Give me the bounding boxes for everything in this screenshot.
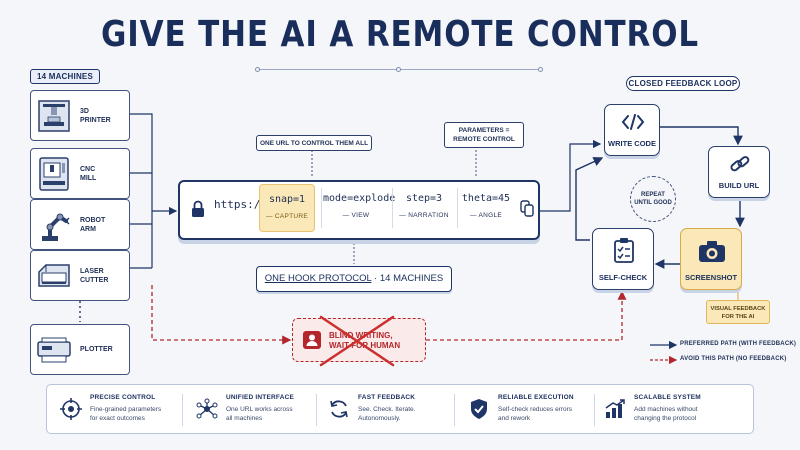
feature-unified-interface: UNIFIED INTERFACE One URL works across a… (196, 388, 316, 432)
features-panel (46, 384, 754, 434)
feature-precise-control: PRECISE CONTROL Fine-grained parameters … (60, 388, 180, 432)
machine-label: ROBOT ARM (80, 216, 106, 233)
step-write-code[interactable]: WRITE CODE (604, 104, 660, 156)
camera-icon (699, 241, 725, 262)
step-label: SELF-CHECK (598, 273, 648, 282)
segment-divider (321, 188, 322, 228)
url-segment-mode[interactable]: mode=explode — VIEW (323, 184, 396, 232)
title-underline-dot-right (538, 67, 543, 72)
url-segment-theta[interactable]: theta=45 — ANGLE (459, 184, 513, 232)
step-label: SCREENSHOT (684, 273, 738, 282)
shield-check-icon (471, 399, 487, 419)
machine-3d-printer[interactable]: 3D PRINTER (30, 90, 130, 141)
chart-up-icon (605, 399, 625, 418)
protocol-main: ONE HOOK PROTOCOL (264, 273, 372, 284)
machine-label: 3D PRINTER (80, 107, 111, 124)
blind-writing-text: BLIND WRITING, WAIT FOR HUMAN (329, 331, 401, 350)
segment-code: mode=explode (323, 193, 396, 204)
segment-code: step=3 (405, 193, 443, 204)
feature-desc: One URL works across all machines (226, 406, 293, 422)
repeat-until-good: REPEAT UNTIL GOOD (630, 176, 676, 222)
feature-title: SCALABLE SYSTEM (634, 394, 701, 401)
page-title: GIVE THE AI A REMOTE CONTROL (101, 14, 699, 55)
target-icon (60, 398, 82, 420)
clipboard-check-icon (614, 238, 634, 263)
feature-fast-feedback: FAST FEEDBACK See. Check. Iterate. Auton… (328, 388, 448, 432)
legend-preferred: PREFERRED PATH (WITH FEEDBACK) (680, 341, 797, 347)
step-label: WRITE CODE (608, 139, 656, 148)
step-screenshot[interactable]: SCREENSHOT (680, 228, 742, 290)
machine-label: PLOTTER (80, 346, 113, 353)
copy-icon[interactable] (520, 200, 534, 218)
feature-divider (182, 394, 183, 426)
feature-desc: See. Check. Iterate. Autonomously. (358, 406, 416, 422)
3d-printer-icon (38, 99, 70, 132)
segment-caption: — NARRATION (399, 212, 449, 219)
network-icon (196, 398, 218, 419)
segment-divider (457, 188, 458, 228)
visual-feedback-label: VISUAL FEEDBACK FOR THE AI (706, 300, 770, 324)
url-segment-step[interactable]: step=3 — NARRATION (394, 184, 454, 232)
machine-laser-cutter[interactable]: LASER CUTTER (30, 250, 130, 301)
person-icon (303, 331, 321, 349)
feature-desc: Add machines without changing the protoc… (634, 406, 698, 422)
segment-caption: — VIEW (342, 212, 370, 219)
link-icon (730, 156, 750, 172)
machine-cnc-mill[interactable]: CNC MILL (30, 148, 130, 199)
machine-robot-arm[interactable]: ROBOT ARM (30, 199, 130, 250)
step-label: BUILD URL (718, 181, 760, 190)
laser-cutter-icon (38, 263, 70, 287)
segment-caption: — ANGLE (469, 212, 503, 219)
segment-caption: — CAPTURE (265, 213, 309, 220)
feature-divider (594, 394, 595, 426)
plotter-icon (37, 337, 71, 362)
step-self-check[interactable]: SELF-CHECK (592, 228, 654, 290)
robot-arm-icon (42, 213, 70, 241)
code-icon (621, 114, 645, 130)
feature-divider (454, 394, 455, 426)
feature-desc: Fine-grained parameters for exact outcom… (90, 406, 162, 422)
refresh-icon (330, 400, 348, 418)
feature-reliable-execution: RELIABLE EXECUTION Self-check reduces er… (468, 388, 588, 432)
machine-label: CNC MILL (80, 165, 97, 182)
segment-code: snap=1 (268, 194, 306, 205)
cross-out-icon (319, 315, 395, 367)
callout-parameters: PARAMETERS = REMOTE CONTROL (444, 122, 524, 148)
step-build-url[interactable]: BUILD URL (708, 146, 770, 198)
lock-icon (192, 200, 204, 217)
machine-plotter[interactable]: PLOTTER (30, 324, 130, 375)
feature-scalable-system: SCALABLE SYSTEM Add machines without cha… (604, 388, 744, 432)
callout-one-url: ONE URL TO CONTROL THEM ALL (256, 135, 372, 151)
feature-title: RELIABLE EXECUTION (498, 394, 574, 401)
protocol-label: ONE HOOK PROTOCOL · 14 MACHINES (256, 266, 452, 292)
cnc-mill-icon (39, 156, 69, 191)
title-underline-dot-center (396, 67, 401, 72)
machines-header: 14 MACHINES (30, 69, 100, 84)
blind-writing-box: BLIND WRITING, WAIT FOR HUMAN (292, 315, 426, 367)
feature-title: FAST FEEDBACK (358, 394, 416, 401)
segment-divider (392, 188, 393, 228)
segment-code: theta=45 (461, 193, 511, 204)
machine-label: LASER CUTTER (80, 267, 109, 284)
url-bar[interactable] (178, 180, 540, 240)
loop-header: CLOSED FEEDBACK LOOP (626, 76, 740, 91)
legend-avoid: AVOID THIS PATH (NO FEEDBACK) (680, 356, 787, 362)
title-underline-dot-left (255, 67, 260, 72)
feature-desc: Self-check reduces errors and rework (498, 406, 573, 422)
url-scheme: https:// (214, 198, 267, 211)
protocol-suffix: · 14 MACHINES (371, 273, 444, 284)
feature-title: UNIFIED INTERFACE (226, 394, 295, 401)
url-segment-snap[interactable]: snap=1 — CAPTURE (259, 184, 315, 232)
feature-divider (316, 394, 317, 426)
feature-title: PRECISE CONTROL (90, 394, 156, 401)
